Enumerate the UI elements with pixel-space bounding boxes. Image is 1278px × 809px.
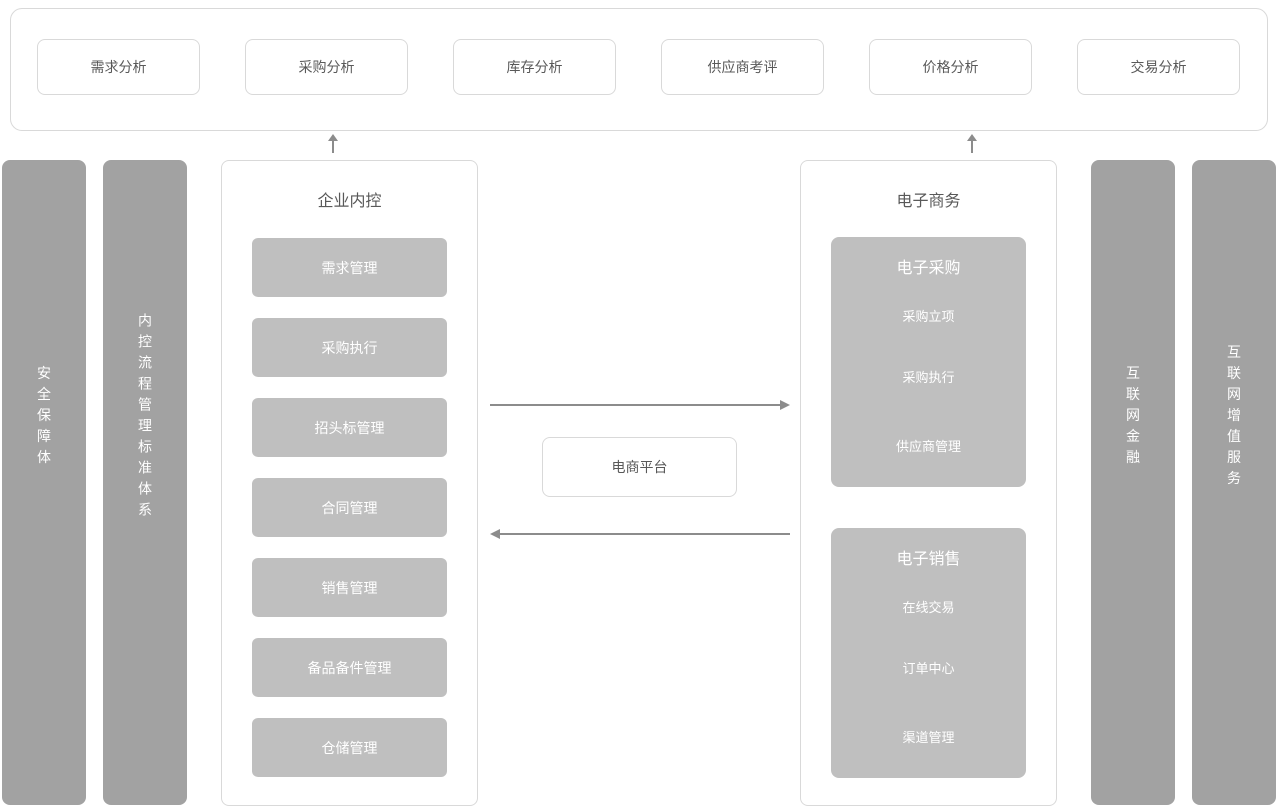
- analysis-box-transaction: 交易分析: [1077, 39, 1240, 95]
- e-procurement-item-execution: 采购执行: [902, 370, 955, 385]
- arrow-up-internal-control-icon: [326, 134, 340, 153]
- arrow-head: [328, 134, 338, 141]
- bar-label: 内控流程管理标准体系: [137, 313, 153, 523]
- e-sales-item-order-center: 订单中心: [902, 661, 955, 676]
- internal-control-item-procurement-execution: 采购执行: [252, 318, 447, 377]
- arrow-head: [490, 529, 500, 539]
- e-sales-item-channel-management: 渠道管理: [902, 730, 955, 745]
- arrow-left-to-internal-control-icon: [490, 529, 790, 539]
- internal-control-item-bidding: 招头标管理: [252, 398, 447, 457]
- analysis-panel: 需求分析 采购分析 库存分析 供应商考评 价格分析 交易分析: [10, 8, 1268, 131]
- arrow-line: [490, 404, 782, 406]
- bar-security-assurance: 安全保障体: [2, 160, 86, 805]
- bar-label: 互联网金融: [1125, 365, 1141, 471]
- analysis-box-demand: 需求分析: [37, 39, 200, 95]
- arrow-stem: [332, 140, 334, 153]
- ecommerce-panel: 电子商务 电子采购 采购立项 采购执行 供应商管理 电子销售 在线交易 订单中心…: [800, 160, 1057, 806]
- analysis-box-inventory: 库存分析: [453, 39, 616, 95]
- e-procurement-item-supplier-management: 供应商管理: [895, 439, 961, 454]
- bar-label: 安全保障体: [36, 365, 52, 471]
- bar-label: 互联网增值服务: [1226, 344, 1242, 492]
- bar-internet-finance: 互联网金融: [1091, 160, 1175, 805]
- bar-internal-control-standards: 内控流程管理标准体系: [103, 160, 187, 805]
- internal-control-item-spare-parts: 备品备件管理: [252, 638, 447, 697]
- arrow-head: [780, 400, 790, 410]
- e-sales-group: 电子销售 在线交易 订单中心 渠道管理: [831, 528, 1026, 778]
- ecommerce-platform-box: 电商平台: [542, 437, 737, 497]
- arrow-head: [967, 134, 977, 141]
- e-procurement-group: 电子采购 采购立项 采购执行 供应商管理: [831, 237, 1026, 487]
- internal-control-panel: 企业内控 需求管理 采购执行 招头标管理 合同管理 销售管理 备品备件管理 仓储…: [221, 160, 478, 806]
- e-sales-title: 电子销售: [896, 551, 961, 568]
- bar-internet-value-added-services: 互联网增值服务: [1192, 160, 1276, 805]
- internal-control-item-sales: 销售管理: [252, 558, 447, 617]
- ecommerce-title: 电子商务: [896, 193, 961, 210]
- arrow-up-ecommerce-icon: [965, 134, 979, 153]
- e-procurement-title: 电子采购: [896, 260, 961, 277]
- internal-control-title: 企业内控: [317, 193, 382, 210]
- internal-control-item-demand: 需求管理: [252, 238, 447, 297]
- e-sales-item-online-trading: 在线交易: [902, 600, 955, 615]
- internal-control-item-contract: 合同管理: [252, 478, 447, 537]
- e-procurement-item-initiation: 采购立项: [902, 309, 955, 324]
- arrow-line: [498, 533, 790, 535]
- arrow-right-to-ecommerce-icon: [490, 400, 790, 410]
- analysis-box-procurement: 采购分析: [245, 39, 408, 95]
- analysis-box-price: 价格分析: [869, 39, 1032, 95]
- internal-control-item-warehouse: 仓储管理: [252, 718, 447, 777]
- analysis-box-supplier-evaluation: 供应商考评: [661, 39, 824, 95]
- arrow-stem: [971, 140, 973, 153]
